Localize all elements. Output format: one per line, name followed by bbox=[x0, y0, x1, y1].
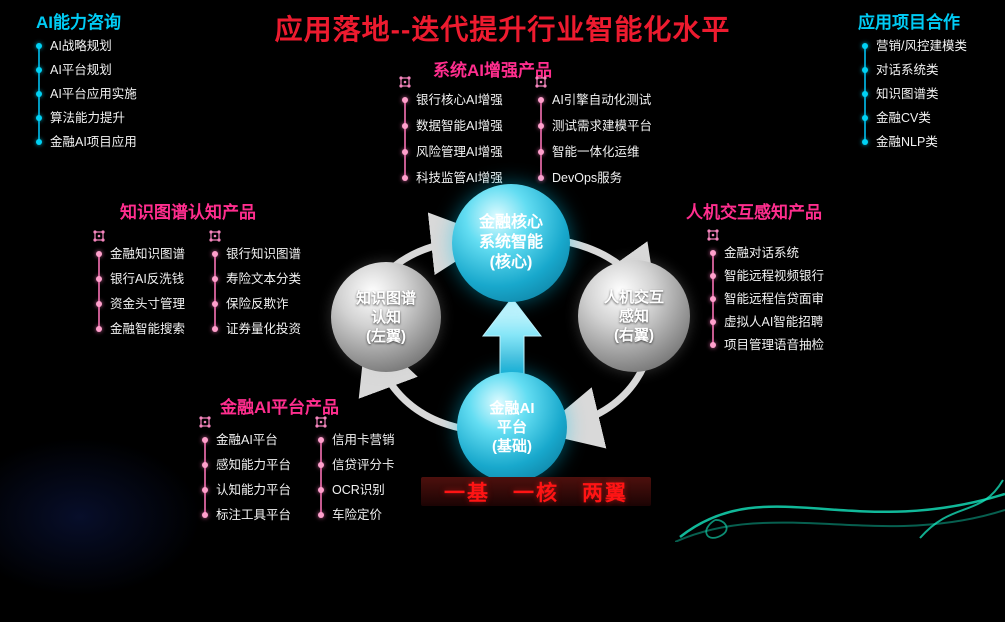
project-cooperation-list: 营销/风控建模类 对话系统类 知识图谱类 金融CV类 金融NLP类 bbox=[862, 38, 967, 150]
circle-line: 认知 bbox=[370, 308, 401, 326]
right-wing-circle: 人机交互 感知 (右翼) bbox=[578, 260, 690, 372]
circle-line: 金融AI bbox=[489, 399, 535, 417]
page-title: 应用落地--迭代提升行业智能化水平 bbox=[274, 14, 731, 45]
list-item: 项目管理语音抽检 bbox=[710, 337, 824, 353]
chip-icon bbox=[198, 415, 212, 429]
list-item: 车险定价 bbox=[318, 507, 395, 523]
ai-consulting-title: AI能力咨询 bbox=[36, 13, 121, 32]
ai-consulting-list: AI战略规划 AI平台规划 AI平台应用实施 算法能力提升 金融AI项目应用 bbox=[36, 38, 137, 150]
list-item: 金融知识图谱 bbox=[96, 246, 185, 262]
list-item: 科技监管AI增强 bbox=[402, 170, 503, 186]
list-item: 金融AI项目应用 bbox=[36, 134, 137, 150]
list-item: 营销/风控建模类 bbox=[862, 38, 967, 54]
list-item: 信用卡营销 bbox=[318, 432, 395, 448]
circle-line: (右翼) bbox=[614, 326, 654, 344]
finance-platform-col1: 金融AI平台 感知能力平台 认知能力平台 标注工具平台 bbox=[199, 416, 291, 523]
list-item: 金融NLP类 bbox=[862, 134, 967, 150]
list-item: 金融智能搜索 bbox=[96, 321, 185, 337]
list-item: 虚拟人AI智能招聘 bbox=[710, 314, 824, 330]
list-item: 认知能力平台 bbox=[202, 482, 291, 498]
hci-products-title: 人机交互感知产品 bbox=[686, 203, 822, 222]
chip-icon bbox=[398, 75, 412, 89]
system-ai-col1: 银行核心AI增强 数据智能AI增强 风险管理AI增强 科技监管AI增强 bbox=[399, 76, 503, 186]
list-item: 银行知识图谱 bbox=[212, 246, 301, 262]
decorative-curves bbox=[675, 479, 1005, 542]
list-item: 信贷评分卡 bbox=[318, 457, 395, 473]
circle-line: 平台 bbox=[496, 418, 527, 436]
list-item: AI平台应用实施 bbox=[36, 86, 137, 102]
finance-ai-platform-title: 金融AI平台产品 bbox=[220, 398, 339, 417]
list-item: 知识图谱类 bbox=[862, 86, 967, 102]
list-item: 风险管理AI增强 bbox=[402, 144, 503, 160]
circle-line: 系统智能 bbox=[478, 234, 543, 251]
list-item: 算法能力提升 bbox=[36, 110, 137, 126]
circle-line: 感知 bbox=[618, 307, 649, 325]
circle-line: 人机交互 bbox=[603, 288, 664, 306]
up-arrow bbox=[481, 297, 543, 381]
list-item: 智能远程视频银行 bbox=[710, 268, 824, 284]
list-item: 资金头寸管理 bbox=[96, 296, 185, 312]
list-item: 标注工具平台 bbox=[202, 507, 291, 523]
list-item: 金融AI平台 bbox=[202, 432, 291, 448]
system-ai-col2: AI引擎自动化测试 测试需求建模平台 智能一体化运维 DevOps服务 bbox=[535, 76, 652, 186]
circle-line: 金融核心 bbox=[478, 214, 543, 231]
circle-line: (基础) bbox=[492, 437, 532, 455]
chip-icon bbox=[208, 229, 222, 243]
chip-icon bbox=[92, 229, 106, 243]
list-item: 智能一体化运维 bbox=[538, 144, 652, 160]
list-item: OCR识别 bbox=[318, 482, 395, 498]
list-item: 感知能力平台 bbox=[202, 457, 291, 473]
chip-icon bbox=[706, 228, 720, 242]
slogan-banner: 一基 一核 两翼 bbox=[421, 477, 651, 506]
core-circle: 金融核心 系统智能 (核心) bbox=[452, 184, 570, 302]
list-item: DevOps服务 bbox=[538, 170, 652, 186]
circle-line: (左翼) bbox=[366, 327, 406, 345]
list-item: 金融CV类 bbox=[862, 110, 967, 126]
project-cooperation-title: 应用项目合作 bbox=[858, 13, 960, 32]
list-item: 测试需求建模平台 bbox=[538, 118, 652, 134]
chip-icon bbox=[534, 75, 548, 89]
hci-products-list: 金融对话系统 智能远程视频银行 智能远程信贷面审 虚拟人AI智能招聘 项目管理语… bbox=[707, 229, 824, 353]
list-item: AI引擎自动化测试 bbox=[538, 92, 652, 108]
circle-line: 知识图谱 bbox=[355, 289, 416, 307]
system-ai-products-title: 系统AI增强产品 bbox=[433, 61, 552, 80]
circle-line: (核心) bbox=[489, 254, 533, 271]
list-item: 保险反欺诈 bbox=[212, 296, 301, 312]
knowledge-graph-col2: 银行知识图谱 寿险文本分类 保险反欺诈 证券量化投资 bbox=[209, 230, 301, 337]
base-circle: 金融AI 平台 (基础) bbox=[457, 372, 567, 482]
list-item: 数据智能AI增强 bbox=[402, 118, 503, 134]
left-wing-circle: 知识图谱 认知 (左翼) bbox=[331, 262, 441, 372]
list-item: 寿险文本分类 bbox=[212, 271, 301, 287]
list-item: 对话系统类 bbox=[862, 62, 967, 78]
list-item: AI平台规划 bbox=[36, 62, 137, 78]
list-item: 银行AI反洗钱 bbox=[96, 271, 185, 287]
knowledge-graph-col1: 金融知识图谱 银行AI反洗钱 资金头寸管理 金融智能搜索 bbox=[93, 230, 185, 337]
finance-platform-col2: 信用卡营销 信贷评分卡 OCR识别 车险定价 bbox=[315, 416, 395, 523]
chip-icon bbox=[314, 415, 328, 429]
list-item: 金融对话系统 bbox=[710, 245, 824, 261]
list-item: 银行核心AI增强 bbox=[402, 92, 503, 108]
list-item: 证券量化投资 bbox=[212, 321, 301, 337]
list-item: AI战略规划 bbox=[36, 38, 137, 54]
knowledge-graph-products-title: 知识图谱认知产品 bbox=[120, 203, 256, 222]
list-item: 智能远程信贷面审 bbox=[710, 291, 824, 307]
